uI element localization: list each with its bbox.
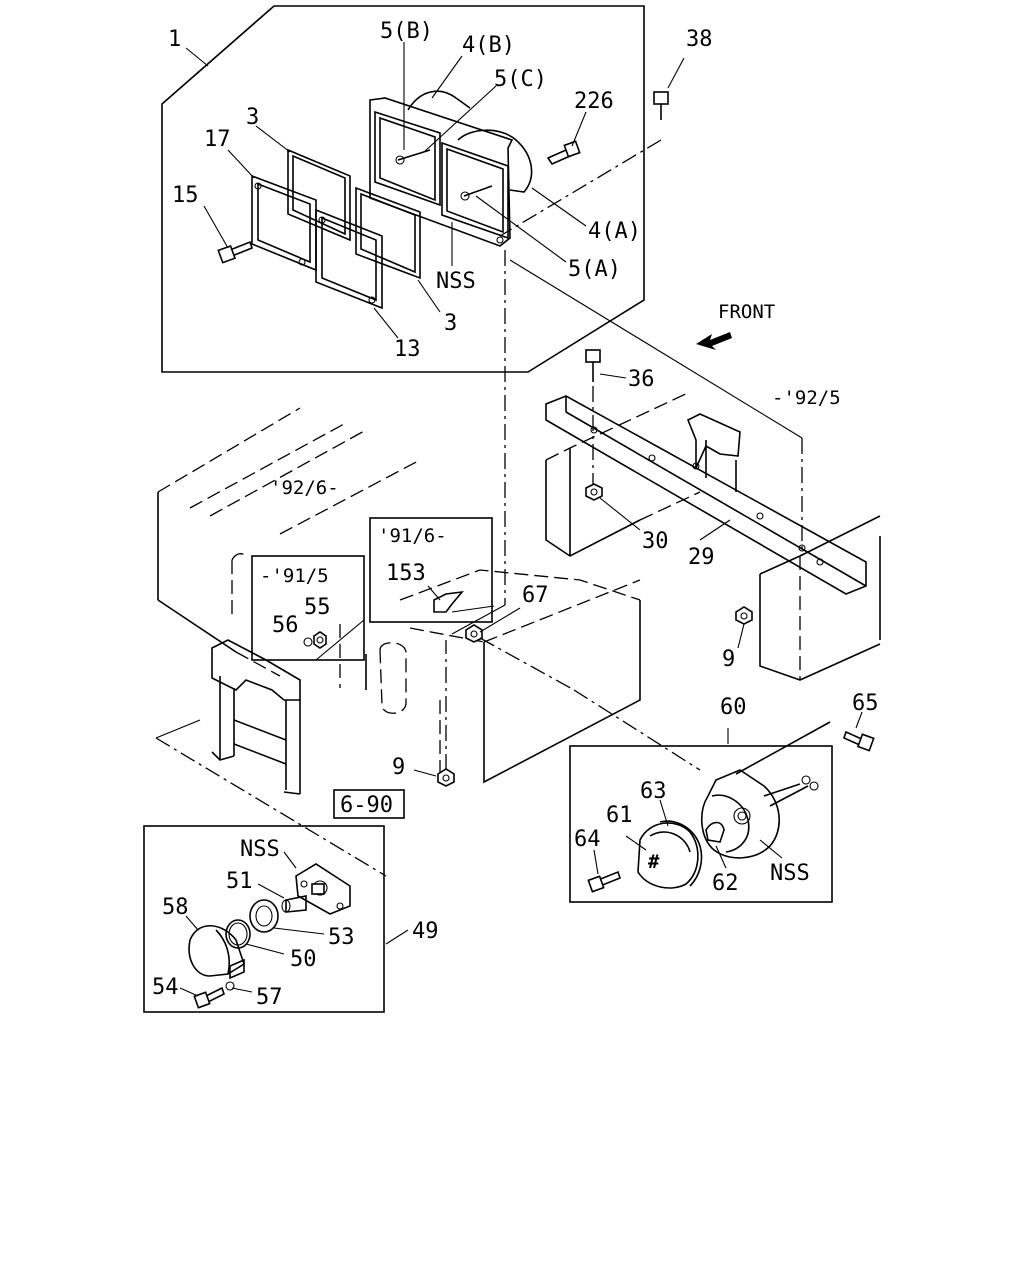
label-nss-top: NSS bbox=[436, 269, 476, 294]
cross-member-29 bbox=[545, 391, 881, 681]
cab-frame-outline bbox=[157, 407, 641, 784]
label-56: 56 bbox=[272, 613, 299, 638]
label-38: 38 bbox=[686, 27, 713, 52]
label-3-upper: 3 bbox=[246, 105, 259, 130]
nut-9-right bbox=[735, 606, 753, 649]
label-nss-horn: NSS bbox=[770, 861, 810, 886]
ref-box-690 bbox=[333, 789, 405, 819]
label-3-lower: 3 bbox=[444, 311, 457, 336]
label-58: 58 bbox=[162, 895, 189, 920]
horn-inset-60: # bbox=[569, 689, 833, 903]
label-front: FRONT bbox=[718, 301, 775, 323]
label-date-9105: -'91/5 bbox=[260, 565, 329, 587]
bezel-13 bbox=[315, 208, 383, 310]
label-57: 57 bbox=[256, 985, 283, 1010]
label-29: 29 bbox=[688, 545, 715, 570]
label-49: 49 bbox=[412, 919, 439, 944]
gasket-3-upper bbox=[287, 148, 351, 242]
nut-30 bbox=[585, 483, 641, 531]
label-5a: 5(A) bbox=[568, 257, 621, 282]
label-4b: 4(B) bbox=[462, 33, 515, 58]
bolt-38 bbox=[499, 57, 685, 237]
bolt-226 bbox=[546, 140, 581, 166]
nut-67 bbox=[465, 607, 575, 691]
label-54: 54 bbox=[152, 975, 179, 1000]
label-1: 1 bbox=[168, 27, 181, 52]
label-64: 64 bbox=[574, 827, 601, 852]
lamp-housing bbox=[369, 90, 533, 247]
label-67: 67 bbox=[522, 583, 549, 608]
label-60: 60 bbox=[720, 695, 747, 720]
nut-55 bbox=[313, 631, 327, 649]
label-55: 55 bbox=[304, 595, 331, 620]
front-arrow bbox=[696, 332, 732, 350]
svg-text:#: # bbox=[648, 851, 660, 873]
label-15: 15 bbox=[172, 183, 199, 208]
label-50: 50 bbox=[290, 947, 317, 972]
bolt-65 bbox=[843, 711, 875, 752]
label-9-right: 9 bbox=[722, 647, 735, 672]
label-63: 63 bbox=[640, 779, 667, 804]
label-30: 30 bbox=[642, 529, 669, 554]
label-4a: 4(A) bbox=[588, 219, 641, 244]
label-51: 51 bbox=[226, 869, 253, 894]
label-53: 53 bbox=[328, 925, 355, 950]
screw-15 bbox=[217, 240, 253, 264]
bolt-36 bbox=[585, 349, 627, 484]
label-5b: 5(B) bbox=[380, 19, 433, 44]
bezel-17 bbox=[251, 174, 317, 272]
label-62: 62 bbox=[712, 871, 739, 896]
label-61: 61 bbox=[606, 803, 633, 828]
nut-9-lower bbox=[413, 640, 455, 787]
label-date-9206: '92/6- bbox=[270, 477, 339, 499]
label-36: 36 bbox=[628, 367, 655, 392]
label-nss-lamp: NSS bbox=[240, 837, 280, 862]
label-153: 153 bbox=[386, 561, 426, 586]
gasket-3-lower bbox=[355, 186, 421, 280]
label-9-lower: 9 bbox=[392, 755, 405, 780]
label-65: 65 bbox=[852, 691, 879, 716]
washer-56 bbox=[303, 637, 313, 647]
label-date-9205: -'92/5 bbox=[772, 387, 841, 409]
label-date-9106: '91/6- bbox=[378, 525, 447, 547]
inset-9106 bbox=[369, 517, 493, 623]
label-13: 13 bbox=[394, 337, 421, 362]
label-ref-690[interactable]: 6-90 bbox=[340, 793, 393, 818]
lamp-inset-49 bbox=[143, 825, 409, 1013]
label-5c: 5(C) bbox=[494, 67, 547, 92]
inset-9105 bbox=[251, 555, 365, 661]
lamp-bracket-left bbox=[211, 619, 365, 795]
headlamp-assembly-inset bbox=[161, 5, 645, 373]
label-226: 226 bbox=[574, 89, 614, 114]
part-153 bbox=[427, 585, 464, 613]
label-17: 17 bbox=[204, 127, 231, 152]
